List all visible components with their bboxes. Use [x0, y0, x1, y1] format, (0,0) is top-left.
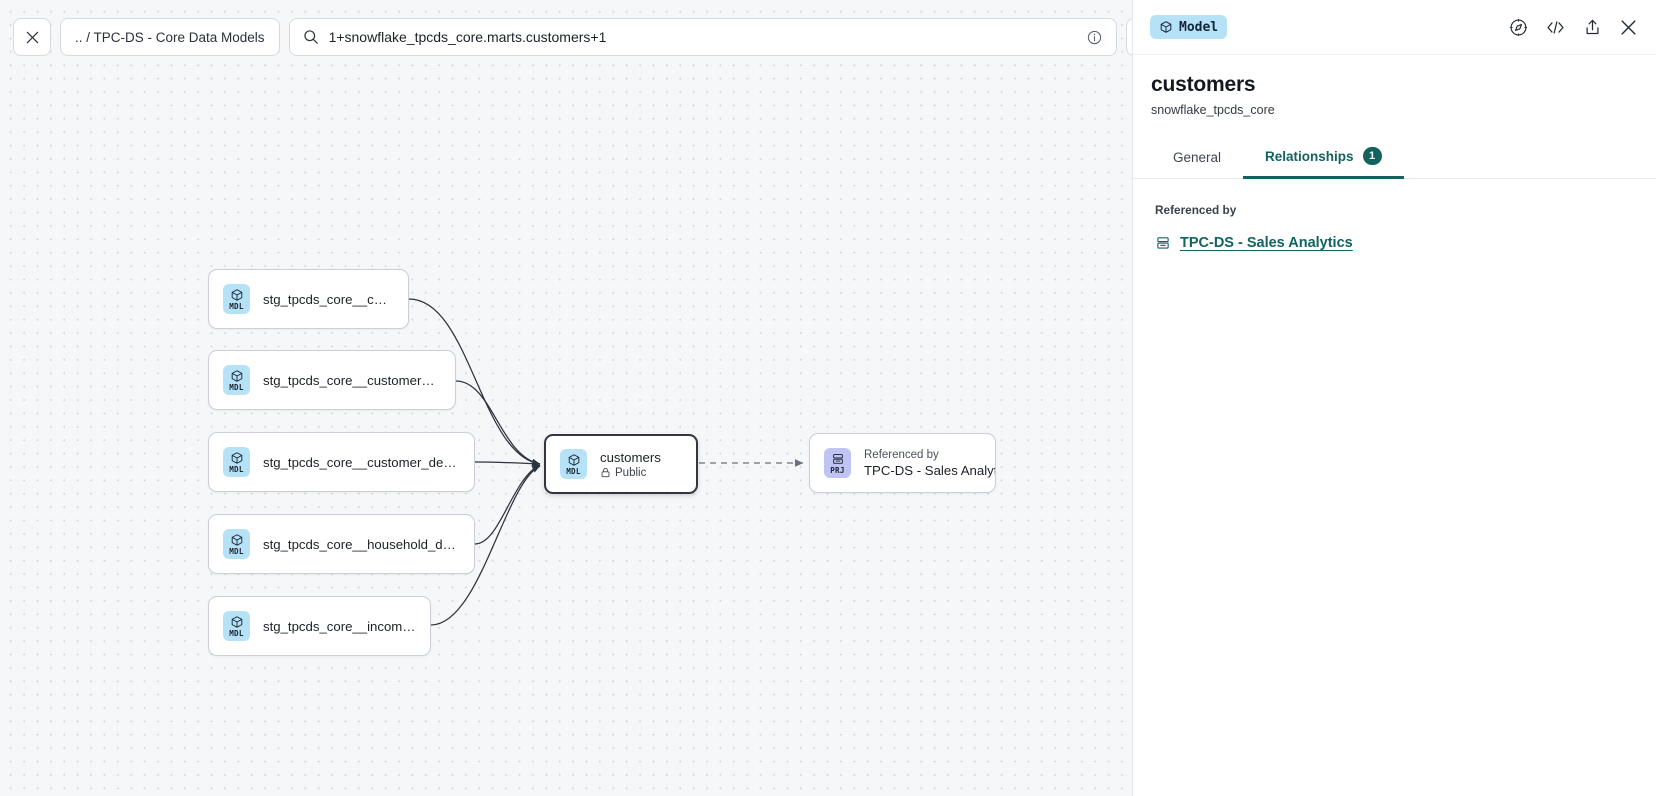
lineage-node-upstream-0[interactable]: MDL stg_tpcds_core__customer [208, 269, 409, 329]
node-text: stg_tpcds_core__household_demogr… [263, 537, 460, 552]
node-title: customers [600, 449, 661, 465]
node-access-label: Public [615, 466, 647, 479]
node-kicker: Referenced by [864, 448, 939, 461]
model-badge: MDL [223, 529, 250, 559]
code-icon[interactable] [1545, 18, 1566, 37]
entity-type-chip[interactable]: Model [1150, 15, 1228, 39]
refresh-button[interactable] [1125, 18, 1132, 56]
entity-type-label: Model [1179, 19, 1219, 35]
node-title: stg_tpcds_core__customer_demogra… [263, 454, 460, 470]
cube-icon [230, 615, 244, 629]
share-icon[interactable] [1583, 18, 1602, 37]
model-badge: MDL [223, 284, 250, 314]
lineage-node-upstream-2[interactable]: MDL stg_tpcds_core__customer_demogra… [208, 432, 475, 492]
cube-icon [230, 288, 244, 302]
lineage-node-upstream-4[interactable]: MDL stg_tpcds_core__income_band [208, 596, 431, 656]
node-text: stg_tpcds_core__customer [263, 292, 394, 307]
details-panel: Model [1132, 0, 1656, 796]
close-icon[interactable] [1619, 18, 1638, 37]
node-text: stg_tpcds_core__customer_demogra… [263, 455, 460, 470]
canvas-toolbar: .. / TPC-DS - Core Data Models 1+snowfla… [13, 18, 1132, 56]
info-icon[interactable] [1087, 30, 1102, 45]
cube-icon [230, 451, 244, 465]
node-title: stg_tpcds_core__customer [263, 291, 394, 307]
cube-icon [1160, 21, 1172, 33]
status-badge: 1 [1362, 147, 1382, 165]
compass-icon[interactable] [1509, 18, 1528, 37]
lineage-search-input[interactable]: 1+snowflake_tpcds_core.marts.customers+1 [288, 18, 1117, 56]
tab-relationships[interactable]: Relationships 1 [1243, 139, 1404, 179]
node-text: stg_tpcds_core__income_band [263, 619, 416, 634]
breadcrumb[interactable]: .. / TPC-DS - Core Data Models [60, 18, 280, 56]
project-stack-icon [1155, 235, 1171, 251]
tab-relationships-label: Relationships [1265, 148, 1354, 164]
lineage-node-selected-customers[interactable]: MDL customers Public [544, 434, 698, 494]
project-badge: PRJ [824, 448, 851, 478]
lineage-node-upstream-1[interactable]: MDL stg_tpcds_core__customer_address [208, 350, 456, 410]
referenced-by-link[interactable]: TPC-DS - Sales Analytics [1180, 235, 1353, 251]
tab-general[interactable]: General [1151, 142, 1243, 179]
node-access: Public [600, 467, 661, 479]
panel-header-actions [1509, 18, 1638, 37]
lineage-node-upstream-3[interactable]: MDL stg_tpcds_core__household_demogr… [208, 514, 475, 574]
cube-icon [567, 453, 581, 467]
node-title: stg_tpcds_core__income_band [263, 618, 416, 634]
node-title: TPC-DS - Sales Analytics [864, 462, 995, 478]
panel-subtitle: snowflake_tpcds_core [1151, 103, 1275, 117]
model-badge: MDL [223, 447, 250, 477]
node-title: stg_tpcds_core__household_demogr… [263, 536, 460, 552]
relationships-body: Referenced by TPC-DS - Sales Analytics [1133, 179, 1656, 251]
project-badge-label: PRJ [830, 465, 845, 475]
cube-icon [230, 369, 244, 383]
breadcrumb-label: .. / TPC-DS - Core Data Models [75, 29, 265, 45]
model-badge-label: MDL [229, 464, 244, 474]
lineage-node-downstream-project[interactable]: PRJ Referenced by TPC-DS - Sales Analyti… [809, 433, 996, 493]
search-icon [303, 30, 318, 44]
model-badge-label: MDL [566, 466, 581, 476]
lock-icon [601, 467, 610, 478]
model-badge: MDL [223, 611, 250, 641]
close-lineage-button[interactable] [13, 18, 51, 56]
panel-tabs: General Relationships 1 [1133, 139, 1656, 179]
node-text: Referenced by TPC-DS - Sales Analytics [864, 448, 995, 478]
close-icon [26, 31, 38, 43]
node-text: stg_tpcds_core__customer_address [263, 373, 441, 388]
lineage-edges [408, 298, 804, 626]
node-text: customers Public [600, 450, 661, 479]
lineage-search-value: 1+snowflake_tpcds_core.marts.customers+1 [328, 29, 607, 45]
model-badge-label: MDL [229, 628, 244, 638]
panel-title-block: customers snowflake_tpcds_core [1133, 55, 1656, 117]
cube-icon [230, 533, 244, 547]
model-badge-label: MDL [229, 382, 244, 392]
lineage-canvas[interactable]: .. / TPC-DS - Core Data Models 1+snowfla… [0, 0, 1132, 796]
model-badge-label: MDL [229, 546, 244, 556]
page-title: customers [1151, 73, 1256, 96]
model-badge: MDL [223, 365, 250, 395]
project-stack-icon [831, 452, 845, 466]
list-item[interactable]: TPC-DS - Sales Analytics [1155, 235, 1638, 251]
model-badge-label: MDL [229, 301, 244, 311]
tab-general-label: General [1173, 150, 1222, 165]
model-badge: MDL [560, 449, 587, 479]
section-label-referenced-by: Referenced by [1155, 203, 1237, 217]
node-title: stg_tpcds_core__customer_address [263, 372, 441, 388]
details-panel-header: Model [1133, 0, 1656, 55]
